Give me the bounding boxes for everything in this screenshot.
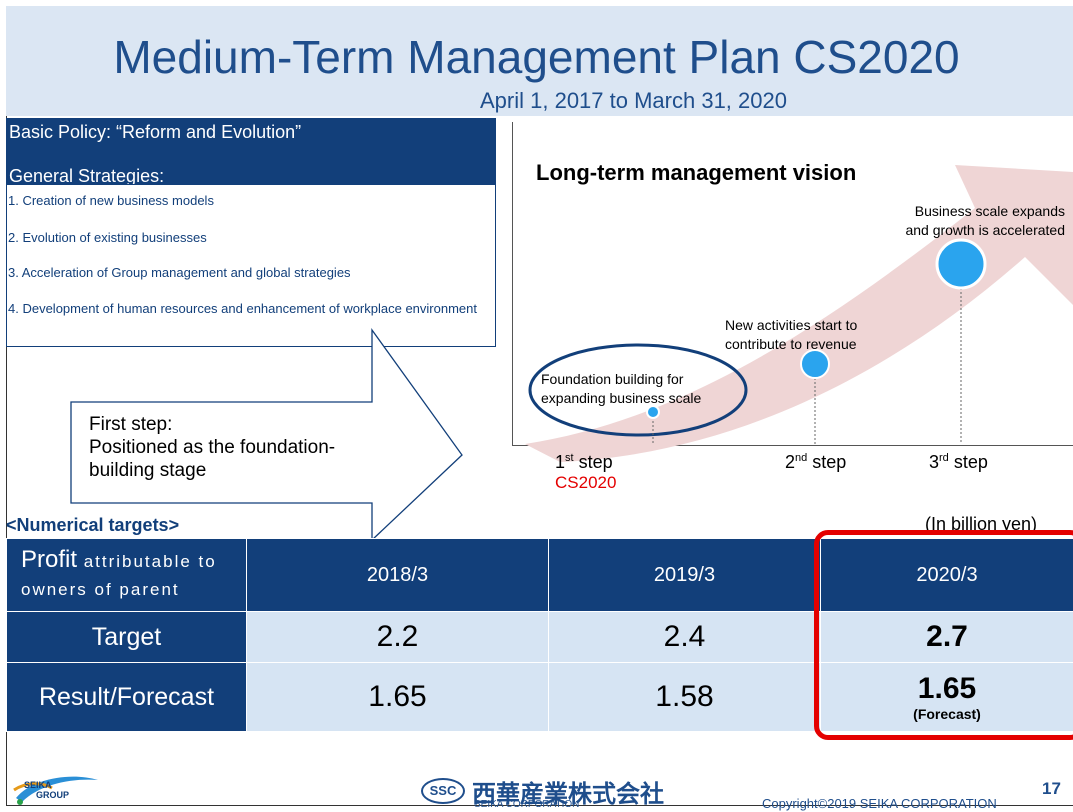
- step3-ordinal: rd: [939, 452, 949, 464]
- stage2-caption-line: New activities start to: [725, 317, 858, 333]
- forecast-note: (Forecast): [913, 706, 981, 722]
- vision-title: Long-term management vision: [536, 160, 857, 185]
- header-profit: Profit attributable to owners of parent: [6, 538, 247, 612]
- general-strategies-heading: General Strategies:: [9, 166, 165, 186]
- logo-text: GROUP: [36, 790, 69, 800]
- result-value: 1.65: [917, 672, 977, 705]
- slide-title: Medium-Term Management Plan CS2020: [113, 31, 960, 83]
- step3-number: 3: [929, 452, 940, 472]
- row-label-target: Target: [6, 611, 247, 663]
- corporation-name-jp: 西華産業株式会社: [472, 781, 664, 808]
- table-row: Result/Forecast 1.65 1.58 1.65 (Forecast…: [6, 662, 1073, 732]
- targets-table: Profit attributable to owners of parent …: [6, 538, 1073, 732]
- row-label-result: Result/Forecast: [6, 662, 247, 732]
- strategy-item: 2. Evolution of existing businesses: [8, 230, 207, 245]
- ssc-logo: SSC: [421, 778, 465, 804]
- stage3-caption-line: and growth is accelerated: [905, 222, 1065, 238]
- year-header: 2020/3: [820, 538, 1073, 612]
- arrow-callout-text: First step: Positioned as the foundation…: [89, 413, 335, 482]
- slide-subtitle: April 1, 2017 to March 31, 2020: [480, 88, 787, 113]
- target-value: 2.2: [246, 611, 549, 663]
- seika-group-logo: SEIKA GROUP: [13, 776, 98, 805]
- step3-word: step: [953, 452, 988, 472]
- strategy-item: 1. Creation of new business models: [8, 193, 214, 208]
- step1-word: step: [578, 452, 613, 472]
- step2-ordinal: nd: [795, 452, 808, 464]
- result-value: 1.65: [246, 662, 549, 732]
- header-profit-small: owners of parent: [21, 580, 180, 599]
- strategy-item: 4. Development of human resources and en…: [8, 301, 477, 316]
- stage2-caption: New activities start to contribute to re…: [725, 316, 857, 354]
- table-row: Target 2.2 2.4 2.7: [6, 611, 1073, 663]
- stage1-caption-line: Foundation building for: [541, 371, 684, 387]
- unit-note: (In billion yen): [925, 514, 1038, 534]
- basic-policy: Basic Policy: “Reform and Evolution”: [9, 122, 302, 142]
- stage1-caption: Foundation building for expanding busine…: [541, 370, 701, 408]
- header-profit-main: Profit: [21, 546, 78, 573]
- numerical-targets-heading: <Numerical targets>: [6, 515, 180, 535]
- target-value: 2.7: [820, 611, 1073, 663]
- step3-label: 3rd step: [929, 452, 988, 473]
- step2-number: 2: [785, 452, 796, 472]
- copyright: Copyright©2019 SEIKA CORPORATION: [762, 796, 997, 811]
- page-number: 17: [1042, 779, 1061, 798]
- result-value: 1.58: [548, 662, 821, 732]
- stage1-caption-line: expanding business scale: [541, 390, 702, 406]
- growth-arrow: [525, 165, 1073, 462]
- stage3-dot: [935, 238, 987, 290]
- header-profit-small: attributable to: [83, 552, 217, 571]
- strategies-list: 1. Creation of new business models 2. Ev…: [6, 184, 496, 347]
- vision-diagram: [512, 122, 1073, 446]
- arrow-callout-line: Positioned as the foundation-: [89, 437, 336, 458]
- year-header: 2019/3: [548, 538, 821, 612]
- arrow-callout-line: First step:: [89, 414, 173, 435]
- step2-label: 2nd step: [785, 452, 846, 473]
- result-forecast-cell: 1.65 (Forecast): [820, 662, 1073, 732]
- corporation-name-en: SEIKA CORPORATION: [474, 799, 580, 810]
- arrow-callout-line: building stage: [89, 460, 207, 481]
- step1-label: 1st step: [555, 452, 613, 473]
- year-header: 2018/3: [246, 538, 549, 612]
- step1-ordinal: st: [565, 452, 574, 464]
- stage1-ellipse: [528, 343, 748, 437]
- policy-box: Basic Policy: “Reform and Evolution” Gen…: [6, 118, 496, 186]
- step1-number: 1: [555, 452, 566, 472]
- stage2-dot: [800, 349, 830, 379]
- stage3-caption: Business scale expands and growth is acc…: [870, 202, 1065, 240]
- title-band: [6, 6, 1073, 116]
- table-header-row: Profit attributable to owners of parent …: [6, 538, 1073, 612]
- stage1-dot: [646, 405, 660, 419]
- stage2-caption-line: contribute to revenue: [725, 336, 857, 352]
- stage3-caption-line: Business scale expands: [914, 203, 1065, 219]
- target-value: 2.4: [548, 611, 821, 663]
- step1-tag: CS2020: [555, 473, 617, 492]
- highlight-box: [814, 530, 1073, 740]
- strategy-item: 3. Acceleration of Group management and …: [8, 265, 351, 280]
- step2-word: step: [812, 452, 847, 472]
- logo-text: SEIKA: [24, 780, 52, 790]
